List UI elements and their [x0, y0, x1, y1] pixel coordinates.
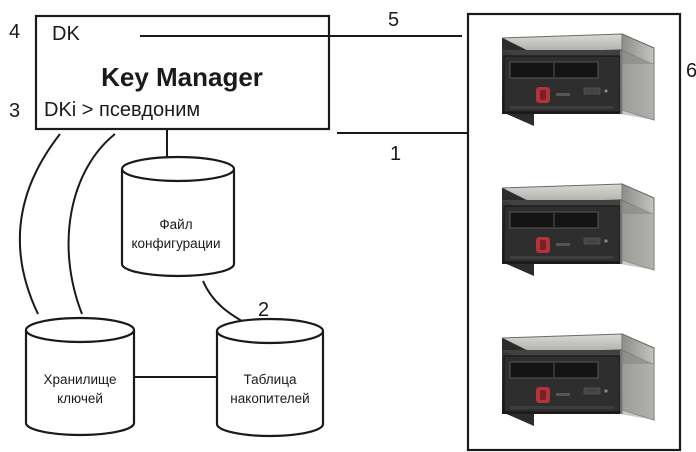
key-store-label-line2: ключей — [57, 391, 103, 406]
connector-config-drivetable — [202, 280, 246, 324]
connector-km-keystore-right — [67, 133, 116, 315]
tape-drive-3 — [501, 333, 655, 427]
key-store-label-line1: Хранилище — [44, 372, 117, 387]
key-store-database: Хранилище ключей — [24, 316, 136, 437]
tape-drive-2 — [501, 183, 655, 277]
key-manager-box: DK Key Manager DKi > псевдоним — [34, 14, 331, 131]
number-2: 2 — [258, 299, 269, 321]
number-4: 4 — [9, 21, 20, 43]
drive-table-label-line2: накопителей — [230, 391, 309, 406]
drive-table-database: Таблица накопителей — [215, 317, 325, 438]
config-file-label-line2: конфигурации — [131, 236, 220, 251]
config-file-database: Файл конфигурации — [120, 155, 236, 278]
connector-km-keystore-left — [18, 133, 61, 315]
number-1: 1 — [390, 143, 401, 165]
dki-alias-label: DKi > псевдоним — [44, 99, 200, 121]
number-6: 6 — [686, 60, 696, 82]
number-5: 5 — [388, 9, 399, 31]
tape-drive-1 — [501, 33, 655, 127]
dk-label: DK — [52, 23, 80, 45]
number-3: 3 — [9, 100, 20, 122]
drive-table-label-line1: Таблица — [244, 372, 297, 387]
config-file-label-line1: Файл — [159, 217, 192, 232]
key-manager-title: Key Manager — [101, 62, 263, 92]
tape-library — [466, 12, 682, 452]
